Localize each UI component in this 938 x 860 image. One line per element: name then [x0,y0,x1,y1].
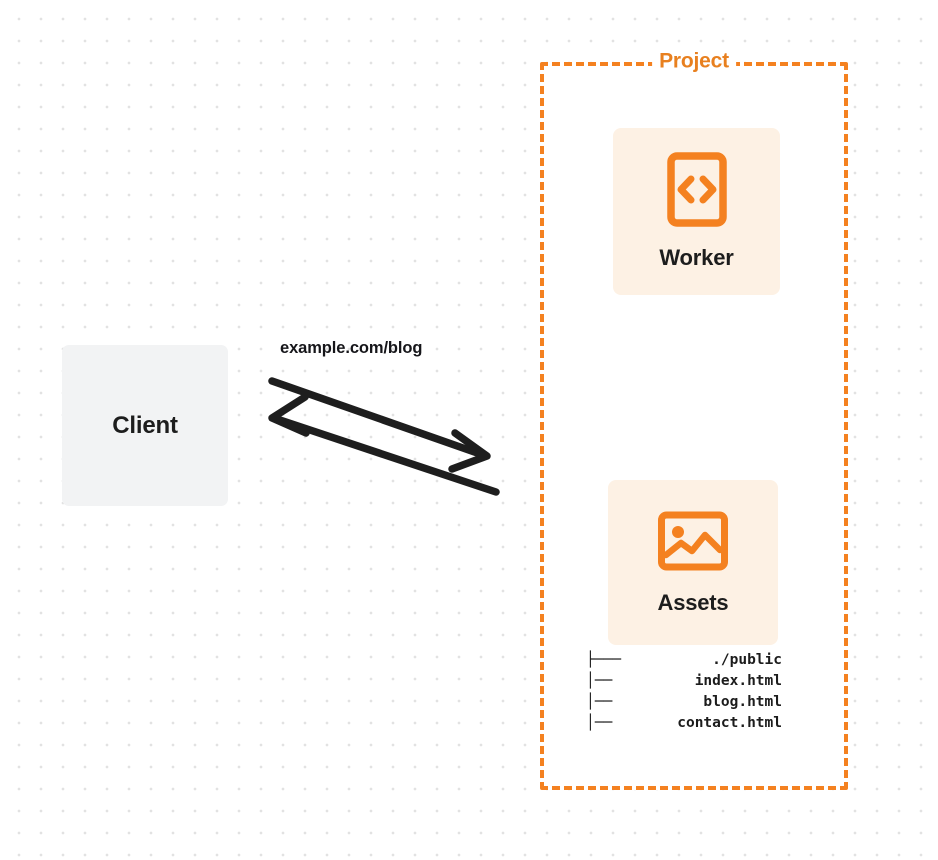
tree-connector: │── [586,694,613,710]
file-tree-row: │── index.html [586,671,782,692]
request-arrow [268,377,491,473]
assets-file-tree: ├─── ./public │── index.html │── blog.ht… [586,650,782,734]
tree-connector: │── [586,715,613,731]
arrow-left-icon [268,393,310,437]
tree-item-name: contact.html [677,715,782,731]
tree-connector: ├─── [586,652,621,668]
request-url-label: example.com/blog [280,339,423,357]
tree-item-name: ./public [712,652,782,668]
file-tree-row: │── blog.html [586,692,782,713]
code-brackets-icon [666,152,727,232]
client-label: Client [112,411,178,439]
tree-connector: │── [586,673,613,689]
arrow-right-icon [448,429,491,473]
response-arrow [268,393,500,496]
project-title: Project [652,49,736,74]
tree-item-name: blog.html [703,694,782,710]
client-node[interactable]: Client [62,345,228,506]
file-tree-row: ├─── ./public [586,650,782,671]
tree-item-name: index.html [694,673,782,689]
file-tree-row: │── contact.html [586,713,782,734]
assets-card[interactable]: Assets [608,480,778,645]
image-picture-icon [657,510,729,577]
worker-label: Worker [659,245,734,270]
assets-label: Assets [657,589,729,615]
worker-card[interactable]: Worker [613,128,780,295]
